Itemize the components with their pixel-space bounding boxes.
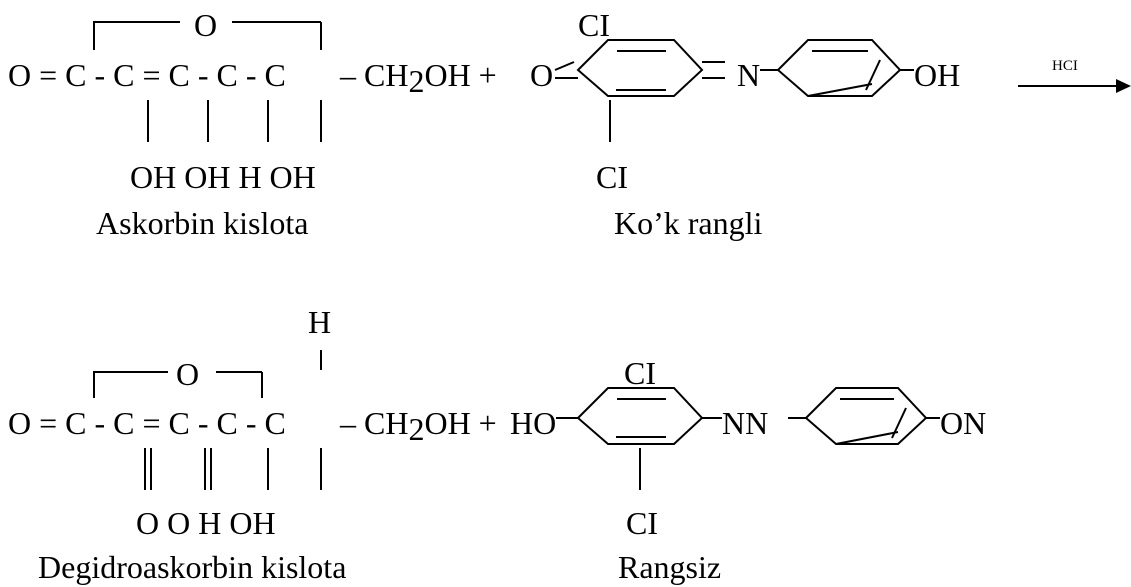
- chain-tail: – CH2OH +: [339, 57, 497, 99]
- reaction-arrow: HCI: [1018, 58, 1131, 93]
- chain-tail: – CH2OH +: [339, 405, 497, 447]
- reduced-indophenol: HO CI CI NN ON Rangsiz: [510, 355, 986, 585]
- substituents: OH OH H OH: [130, 159, 316, 195]
- reagent-name: Ko’k rangli: [614, 205, 763, 241]
- arrow-head: [1116, 79, 1131, 93]
- hydroxyl: HO: [510, 405, 556, 441]
- catalyst-label: HCI: [1052, 58, 1078, 74]
- substituents: O O H OH: [136, 505, 276, 541]
- ring-double-bond: [807, 83, 873, 97]
- product-name: Rangsiz: [618, 549, 721, 585]
- chlorine-bottom: CI: [626, 505, 658, 541]
- benzene-ring: [576, 39, 704, 97]
- chlorine-top: CI: [624, 355, 656, 391]
- terminal-group: ON: [940, 405, 986, 441]
- compound-name: Degidroaskorbin kislota: [38, 549, 346, 585]
- top-hydrogen: H: [308, 304, 331, 340]
- ascorbic-acid: O O = C - C = C - C - C – CH2OH + OH OH …: [8, 7, 497, 241]
- chlorine-top: CI: [578, 7, 610, 43]
- hydroxyl: OH: [914, 57, 960, 93]
- dehydroascorbic-acid: H O O = C - C = C - C - C – CH2OH + O O …: [8, 304, 497, 585]
- ring-bond: [93, 371, 168, 398]
- benzene-ring: [776, 39, 902, 97]
- compound-name: Askorbin kislota: [96, 205, 308, 241]
- ring-double-bond: [835, 431, 899, 445]
- ring-bond: [93, 21, 180, 50]
- azo-group: NN: [722, 405, 768, 441]
- nitrogen: N: [737, 57, 760, 93]
- main-chain: O = C - C = C - C - C: [8, 405, 286, 441]
- benzene-ring: [576, 387, 704, 445]
- chlorine-bottom: CI: [596, 159, 628, 195]
- ring-oxygen: O: [176, 356, 199, 392]
- main-chain: O = C - C = C - C - C: [8, 57, 286, 93]
- double-bond: [554, 61, 575, 71]
- dichlorophenol-indophenol: O CI CI N OH Ko’k rangli: [530, 7, 960, 241]
- benzene-ring: [804, 387, 928, 445]
- ring-oxygen: O: [194, 7, 217, 43]
- reagent-oxygen: O: [530, 57, 553, 93]
